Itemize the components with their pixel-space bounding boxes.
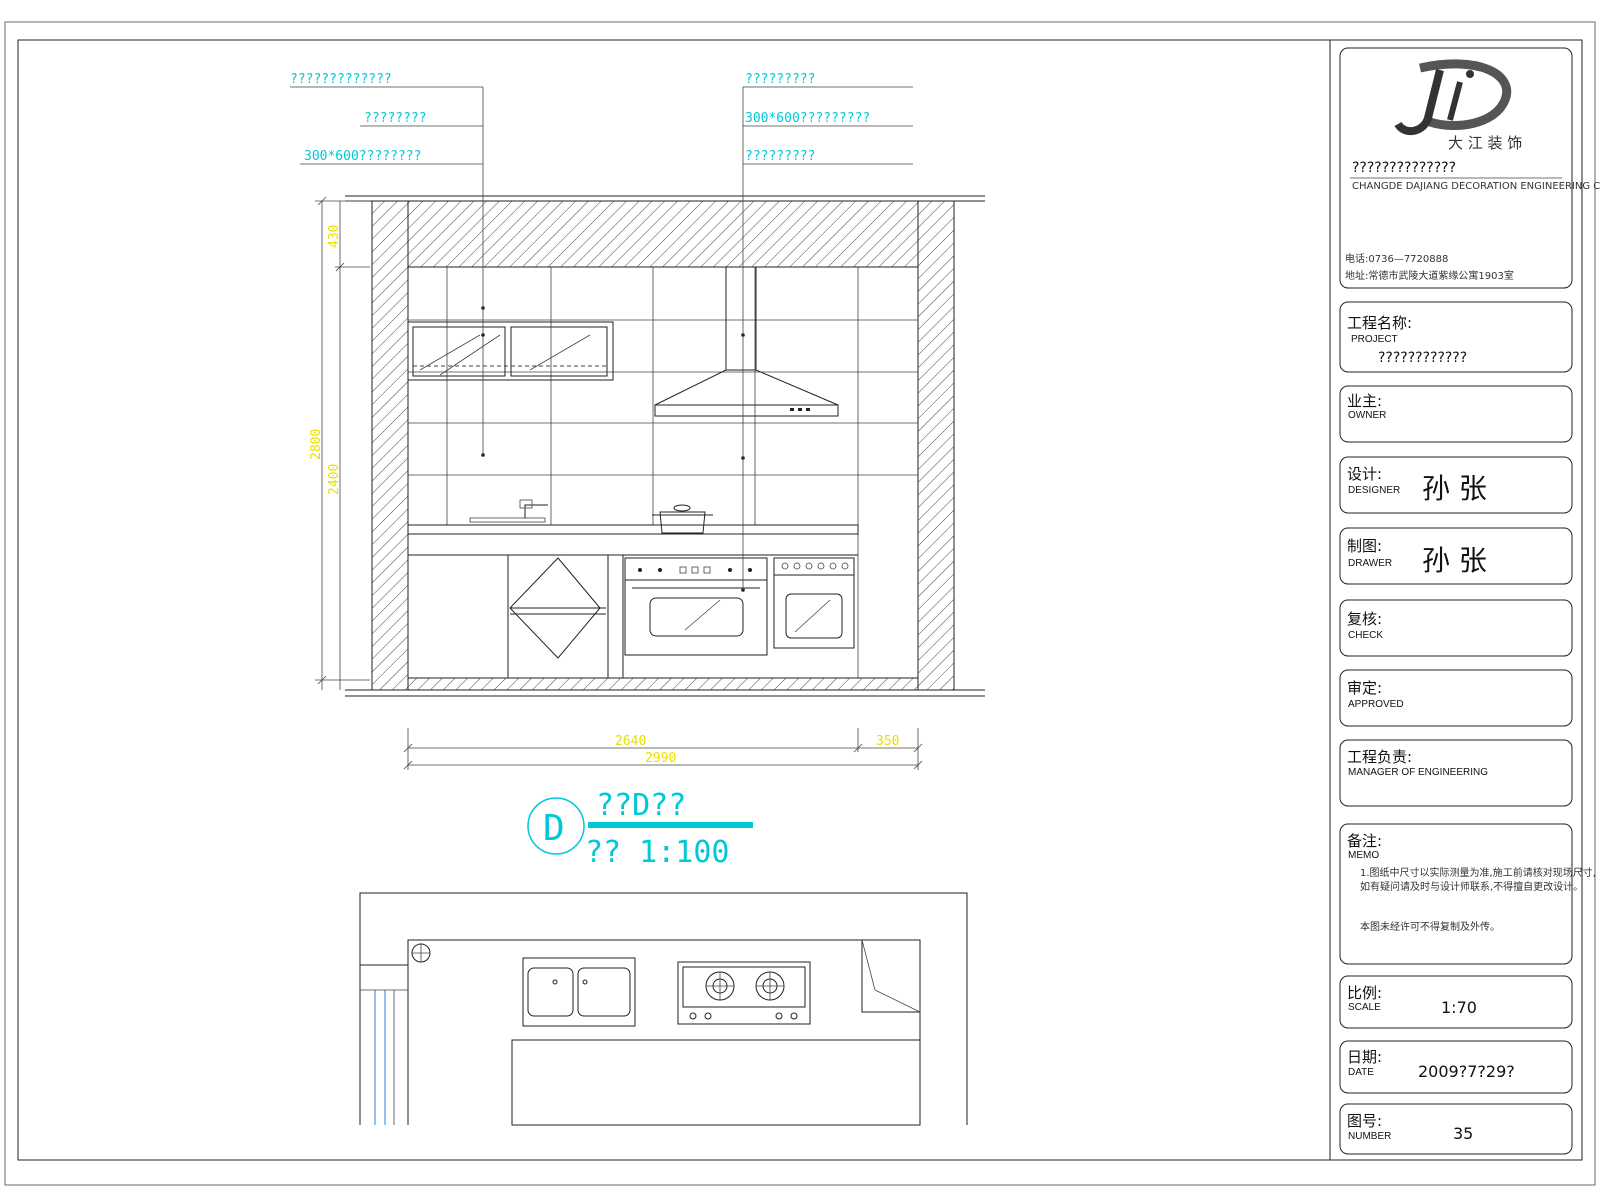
designer-label: 设计: — [1347, 465, 1382, 483]
annotation-leaders — [290, 86, 913, 592]
wall-cabinet — [407, 321, 614, 381]
double-sink — [522, 957, 636, 1027]
scale-value: 1:70 — [1441, 998, 1477, 1017]
company-name-en: CHANGDE DAJIANG DECORATION ENGINEERING C… — [1352, 181, 1600, 192]
cooking-pot — [652, 504, 713, 534]
annotation-left-1: ????????????? — [290, 72, 392, 87]
dimension-2800: 2800 — [309, 429, 324, 460]
date-label-en: DATE — [1348, 1067, 1374, 1078]
range-hood — [654, 266, 839, 417]
elevation-tag-scale: ?? 1:100 — [585, 835, 730, 870]
elevation-tag-title: ??D?? — [596, 788, 686, 823]
annotation-left-2: ???????? — [364, 111, 427, 126]
dimension-2400: 2400 — [327, 464, 342, 495]
scale-label-en: SCALE — [1348, 1002, 1381, 1013]
company-phone: 电话:0736—7720888 — [1345, 252, 1448, 265]
check-label: 复核: — [1347, 610, 1382, 628]
approved-label: 审定: — [1347, 679, 1382, 697]
company-name: ?????????????? — [1352, 160, 1456, 176]
floor-strip — [407, 677, 919, 691]
elevation-tag-letter: D — [543, 808, 565, 849]
annotation-left-3: 300*600???????? — [304, 149, 421, 164]
date-label: 日期: — [1347, 1048, 1382, 1066]
project-name: ???????????? — [1378, 350, 1467, 366]
scale-label: 比例: — [1347, 984, 1382, 1002]
elevation-drawing: ????????????? ???????? 300*600???????? ?… — [290, 72, 985, 770]
dimension-430: 430 — [327, 225, 342, 248]
elevation-tag: D ??D?? ?? 1:100 — [527, 788, 753, 870]
floor-drain-icon — [411, 943, 431, 963]
memo-label: 备注: — [1347, 832, 1382, 850]
company-address: 地址:常德市武陵大道紫缘公寓1903室 — [1345, 269, 1514, 282]
plan-view — [359, 892, 968, 1126]
project-label-en: PROJECT — [1351, 334, 1398, 345]
memo-line-3: 本图未经许可不得复制及外传。 — [1360, 920, 1500, 933]
memo-line-2: 如有疑问请及时与设计师联系,不得擅自更改设计。 — [1360, 880, 1583, 893]
vertical-dimension-lines — [315, 196, 370, 690]
faucet — [469, 499, 548, 523]
base-cabinets — [507, 555, 624, 678]
drawer-label-en: DRAWER — [1348, 558, 1392, 569]
designer-value: 孙 张 — [1422, 472, 1487, 505]
inner-border — [17, 39, 1583, 1161]
company-logo-icon: 大 江 装 饰 — [1394, 59, 1522, 152]
number-label-en: NUMBER — [1348, 1131, 1391, 1142]
horizontal-dimension-lines — [403, 728, 923, 770]
project-label: 工程名称: — [1347, 314, 1412, 332]
company-panel — [1339, 47, 1573, 289]
dishwasher — [773, 557, 855, 649]
owner-label: 业主: — [1347, 392, 1382, 410]
memo-line-1: 1.图纸中尺寸以实际测量为准,施工前请核对现场尺寸, — [1360, 866, 1596, 879]
drawer-value: 孙 张 — [1422, 544, 1487, 577]
title-block: 大 江 装 饰 ?????????????? CHANGDE DAJIANG D… — [1339, 47, 1600, 1155]
approved-label-en: APPROVED — [1348, 699, 1404, 710]
gas-stove — [677, 961, 811, 1025]
annotation-right-3: ????????? — [745, 149, 815, 164]
date-value: 2009?7?29? — [1418, 1062, 1515, 1081]
dimension-350: 350 — [876, 734, 899, 749]
svg-text:大 江 装 饰: 大 江 装 饰 — [1448, 134, 1522, 152]
number-value: 35 — [1453, 1124, 1473, 1143]
designer-label-en: DESIGNER — [1348, 485, 1400, 496]
owner-label-en: OWNER — [1348, 410, 1386, 421]
manager-label-en: MANAGER OF ENGINEERING — [1348, 767, 1488, 778]
drawer-label: 制图: — [1347, 537, 1382, 555]
ceiling-bulkhead — [407, 200, 919, 268]
number-label: 图号: — [1347, 1112, 1382, 1130]
wall-tile-grid — [408, 267, 918, 678]
annotation-right-1: ????????? — [745, 72, 815, 87]
left-wall — [371, 200, 409, 691]
check-label-en: CHECK — [1348, 630, 1383, 641]
dimension-2990: 2990 — [645, 751, 676, 766]
annotation-right-2: 300*600????????? — [745, 111, 870, 126]
outer-border — [4, 21, 1596, 1186]
memo-label-en: MEMO — [1348, 850, 1379, 861]
dimension-2640: 2640 — [615, 734, 646, 749]
countertop — [407, 524, 859, 535]
right-wall — [917, 200, 955, 691]
manager-label: 工程负责: — [1347, 748, 1412, 766]
built-in-oven — [624, 557, 768, 656]
